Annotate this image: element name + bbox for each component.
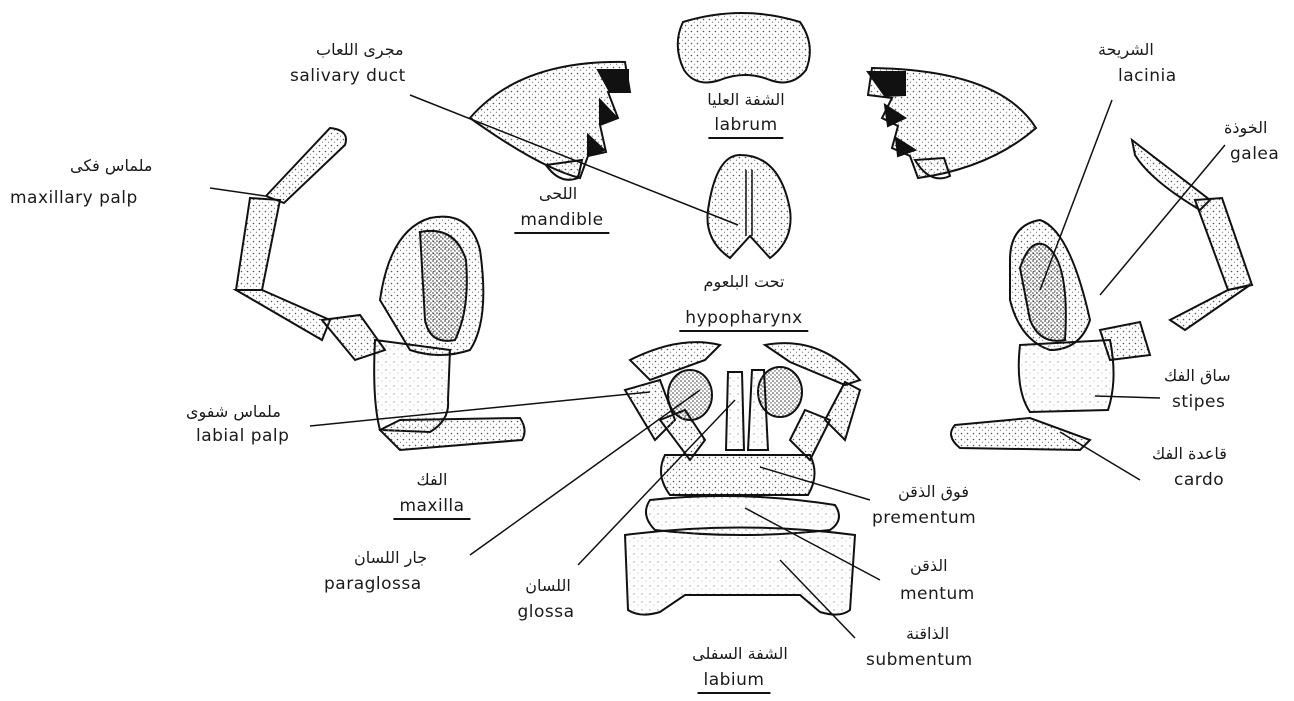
labrum-label: labrum [708, 115, 783, 139]
lacinia-label: lacinia [1118, 66, 1177, 86]
cardo-label: cardo [1174, 470, 1224, 490]
prementum-label: prementum [872, 508, 976, 528]
mandible-left [470, 62, 630, 180]
labium-label-ar: الشفة السفلى [692, 644, 788, 664]
cardo-label-ar: قاعدة الفك [1152, 444, 1227, 464]
hypopharynx-structure [707, 155, 790, 258]
labial-palp-label-ar: ملماس شفوى [186, 402, 281, 422]
paraglossa-label-ar: جار اللسان [354, 548, 427, 568]
maxillary-palp-label: maxillary palp [10, 188, 138, 208]
labial-palp-label: labial palp [196, 426, 289, 446]
mentum-label: mentum [900, 584, 975, 604]
maxilla-label-ar: الفك [417, 470, 448, 490]
paraglossa-label: paraglossa [324, 574, 422, 594]
submentum-label: submentum [866, 650, 973, 670]
salivary-duct-label: salivary duct [290, 66, 406, 86]
mentum-label-ar: الذقن [910, 556, 948, 576]
glossa-label-ar: اللسان [525, 576, 571, 596]
maxilla-label: maxilla [393, 496, 470, 520]
hypopharynx-label: hypopharynx [679, 308, 808, 332]
submentum-label-ar: الذاقنة [906, 624, 949, 644]
mandible-right [868, 68, 1036, 178]
labrum-structure [678, 13, 810, 82]
maxillary-palp-label-ar: ملماس فكى [70, 156, 152, 176]
hypopharynx-label-ar: تحت البلعوم [704, 272, 785, 292]
galea-label-ar: الخوذة [1224, 118, 1267, 138]
stipes-label: stipes [1172, 392, 1225, 412]
prementum-label-ar: فوق الذقن [898, 482, 969, 502]
galea-label: galea [1230, 144, 1279, 164]
salivary-duct-label-ar: مجرى اللعاب [316, 40, 404, 60]
lacinia-label-ar: الشريحة [1098, 40, 1154, 60]
mandible-label: mandible [514, 210, 609, 234]
labium-label: labium [698, 670, 771, 694]
stipes-label-ar: ساق الفك [1164, 366, 1231, 386]
labrum-label-ar: الشفة العليا [707, 90, 784, 110]
mandible-label-ar: اللحى [539, 184, 577, 204]
glossa-label: glossa [517, 602, 574, 622]
